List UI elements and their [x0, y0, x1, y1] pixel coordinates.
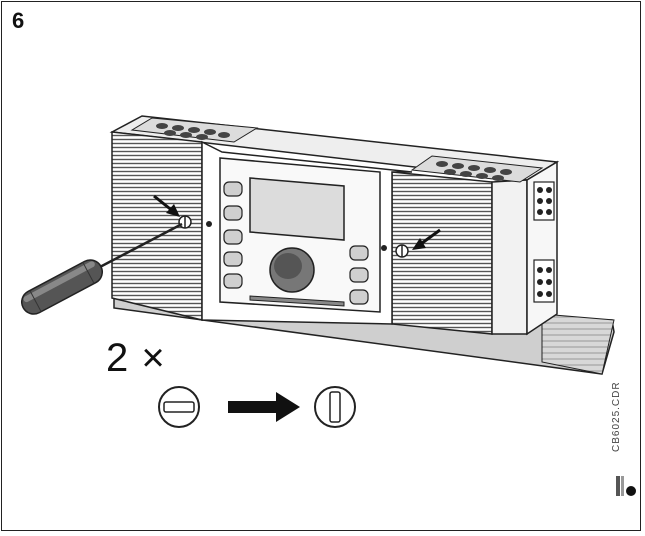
panel-button: [223, 181, 243, 197]
display-screen: [249, 177, 345, 241]
pointer-arrow-right: [412, 228, 441, 250]
arrow-right-icon: [228, 392, 300, 422]
panel-button: [349, 245, 369, 261]
connector-bottom: [533, 259, 555, 303]
screw-right: [395, 244, 409, 258]
step-number: 6: [12, 8, 25, 33]
pointer-arrow-left: [153, 194, 180, 217]
screw-left: [178, 215, 192, 229]
connector-top: [533, 181, 555, 221]
panel-button: [223, 251, 243, 267]
screw-slot-vertical-icon: [314, 386, 356, 428]
controller-device: [109, 115, 560, 336]
drawing-code-label: CB6025.CDR: [611, 381, 622, 452]
panel-button: [223, 273, 243, 289]
panel-button: [223, 205, 243, 221]
screw-slot-horizontal-icon: [158, 386, 200, 428]
screwdriver-icon: [20, 222, 183, 315]
panel-button: [349, 267, 369, 283]
panel-button: [349, 289, 369, 305]
top-vents-left: [130, 117, 259, 143]
repeat-count-label: 2 ×: [106, 336, 166, 380]
info-icon: [616, 476, 636, 496]
top-vents-right: [410, 155, 544, 183]
panel-button: [223, 229, 243, 245]
